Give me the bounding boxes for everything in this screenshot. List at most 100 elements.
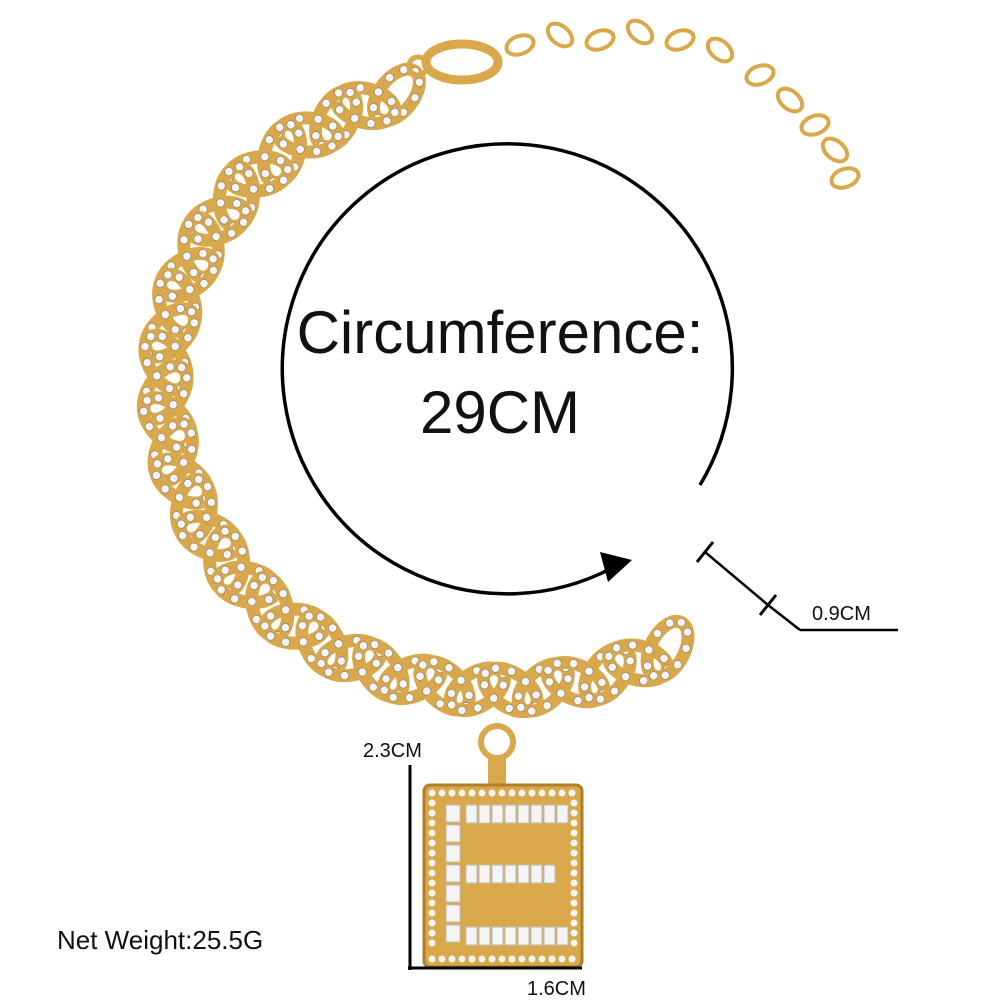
rhinestone <box>584 692 594 703</box>
rhinestone <box>265 631 276 641</box>
rhinestone <box>386 96 397 107</box>
rhinestone <box>227 228 237 238</box>
rhinestone <box>139 406 149 417</box>
rhinestone <box>203 217 214 227</box>
baguette-stone <box>504 804 517 824</box>
rhinestone <box>428 909 436 917</box>
rhinestone <box>154 352 165 362</box>
rhinestone <box>570 929 578 937</box>
rhinestone <box>237 546 247 556</box>
rhinestone <box>370 639 380 650</box>
rhinestone <box>215 198 226 208</box>
rhinestone <box>203 482 213 492</box>
rhinestone <box>283 164 293 175</box>
baguette-stone <box>491 926 504 946</box>
rhinestone <box>179 457 189 468</box>
rhinestone <box>428 809 436 817</box>
rhinestone <box>327 623 338 633</box>
rhinestone <box>418 660 428 670</box>
rhinestone <box>339 671 350 681</box>
rhinestone <box>244 168 254 179</box>
rhinestone <box>490 663 501 673</box>
rhinestone <box>230 182 241 193</box>
baguette-stone <box>504 864 517 884</box>
rhinestone <box>174 272 184 282</box>
rhinestone <box>182 251 192 261</box>
rhinestone <box>167 291 177 301</box>
rhinestone <box>543 665 553 675</box>
rhinestone <box>220 565 230 575</box>
rhinestone <box>179 235 189 245</box>
chain-link <box>511 657 575 718</box>
rhinestone <box>208 254 218 264</box>
rhinestone <box>208 265 219 276</box>
rhinestone <box>155 278 165 288</box>
rhinestone <box>350 113 360 123</box>
rhinestone <box>447 700 457 710</box>
rhinestone <box>542 701 552 711</box>
rhinestone <box>144 422 154 432</box>
rhinestone <box>438 789 446 797</box>
rhinestone <box>333 131 343 141</box>
rhinestone <box>160 309 170 320</box>
rhinestone <box>428 955 436 963</box>
rhinestone <box>508 955 516 963</box>
rhinestone <box>306 654 316 664</box>
rhinestone <box>212 574 223 584</box>
rhinestone <box>468 789 476 797</box>
rhinestone <box>446 688 457 699</box>
rhinestone <box>513 691 524 701</box>
rhinestone <box>570 919 578 927</box>
rhinestone <box>390 107 400 118</box>
rhinestone <box>458 955 466 963</box>
rhinestone <box>516 702 526 713</box>
rhinestone <box>257 572 267 583</box>
rhinestone <box>351 97 361 107</box>
rhinestone <box>142 395 152 406</box>
rhinestone <box>639 676 649 686</box>
rhinestone <box>558 955 566 963</box>
extension-link <box>584 28 616 52</box>
rhinestone <box>195 529 205 540</box>
rhinestone <box>388 692 398 703</box>
baguette-stone <box>445 904 461 923</box>
rhinestone <box>570 809 578 817</box>
rhinestone <box>183 219 194 229</box>
rhinestone <box>660 670 670 680</box>
baguette-stone <box>491 804 504 824</box>
chain-link <box>640 614 695 684</box>
rhinestone <box>381 674 391 684</box>
rhinestone <box>556 688 566 698</box>
rhinestone <box>479 680 490 690</box>
rhinestone <box>570 869 578 877</box>
rhinestone <box>157 331 167 342</box>
rhinestone <box>186 307 197 317</box>
extension-link <box>504 33 536 57</box>
circumference-arrow <box>280 142 735 596</box>
baguette-stone <box>491 864 504 884</box>
rhinestone <box>189 542 199 552</box>
rhinestone <box>219 215 229 225</box>
rhinestone <box>498 680 508 690</box>
rhinestone <box>604 651 614 661</box>
rhinestone <box>379 685 389 695</box>
rhinestone <box>428 839 436 847</box>
rhinestone <box>260 621 270 631</box>
rhinestone <box>371 658 381 668</box>
rhinestone <box>580 682 590 692</box>
rhinestone <box>178 530 188 541</box>
baguette-stone <box>530 864 543 884</box>
rhinestone <box>275 122 285 132</box>
rhinestone <box>528 789 536 797</box>
rhinestone <box>480 668 490 678</box>
baguette-stone <box>445 884 461 903</box>
rhinestone <box>275 155 286 166</box>
rhinestone <box>193 234 203 244</box>
rhinestone <box>458 789 466 797</box>
rhinestone <box>410 93 420 103</box>
rhinestone <box>544 677 555 687</box>
baguette-stone <box>543 804 556 824</box>
rhinestone <box>607 662 617 672</box>
rhinestone <box>280 637 291 647</box>
baguette-stone <box>478 864 491 884</box>
